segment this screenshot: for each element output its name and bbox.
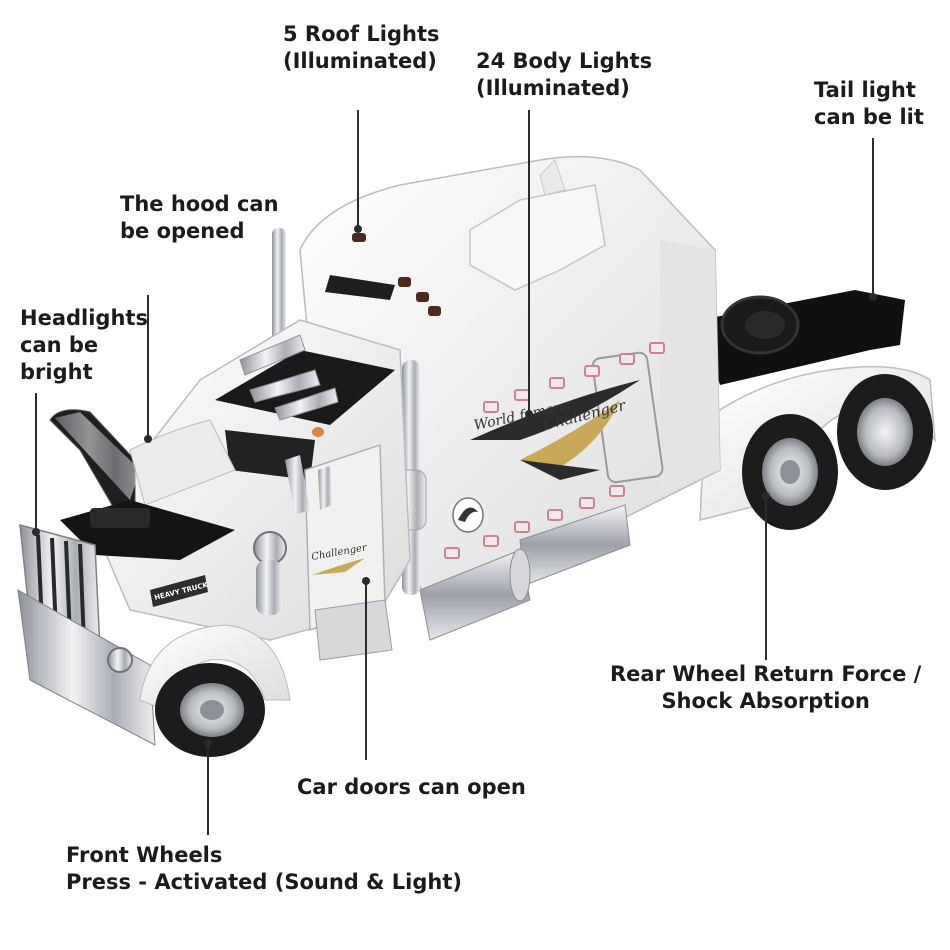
opened-hood <box>49 409 236 560</box>
headlights-label-line2: can be <box>20 333 99 357</box>
body-lights-label: 24 Body Lights (Illuminated) <box>476 48 652 102</box>
hood-label: The hood can be opened <box>120 191 279 245</box>
headlights-label-line1: Headlights <box>20 306 148 330</box>
tail-light-label-line1: Tail light <box>814 78 916 102</box>
rear-frame <box>700 290 905 385</box>
doors-label-line1: Car doors can open <box>297 775 526 799</box>
doors-label: Car doors can open <box>297 774 526 801</box>
tail-light-label-line2: can be lit <box>814 105 924 129</box>
tail-light-leader <box>869 138 877 301</box>
roof-lights-label-line2: (Illuminated) <box>283 49 437 73</box>
rear-wheel-label: Rear Wheel Return Force / Shock Absorpti… <box>610 661 921 715</box>
tail-light-label: Tail light can be lit <box>814 77 924 131</box>
rear-wheels <box>742 374 933 530</box>
cab-front: Challenger <box>99 319 411 661</box>
body-lights-label-line2: (Illuminated) <box>476 76 630 100</box>
hood-label-line2: be opened <box>120 219 245 243</box>
rear-wheel-label-line1: Rear Wheel Return Force / <box>610 662 922 686</box>
fuel-tanks <box>419 504 631 641</box>
body-lights <box>444 342 665 559</box>
doors-leader <box>362 577 370 760</box>
hood-label-line1: The hood can <box>120 192 279 216</box>
rear-wheel-leader <box>762 492 770 660</box>
front-wheels-label: Front Wheels Press - Activated (Sound & … <box>66 842 462 896</box>
front-wheels-leader <box>204 739 212 835</box>
rear-wheel-label-line2: Shock Absorption <box>661 689 870 713</box>
body-lights-leader <box>525 110 533 418</box>
hood-leader <box>144 295 152 443</box>
front-wheels-label-line1: Front Wheels <box>66 843 223 867</box>
front-wheel <box>139 624 291 757</box>
body-lights-label-line1: 24 Body Lights <box>476 49 653 73</box>
body-graphics: World famous Challenger <box>452 380 640 533</box>
roof-lights-label-line1: 5 Roof Lights <box>283 22 440 46</box>
front-wheels-label-line2: Press - Activated (Sound & Light) <box>66 870 462 894</box>
headlights-leader <box>32 393 40 536</box>
roof-lights-leader <box>354 110 362 233</box>
headlights-label-line3: bright <box>20 360 93 384</box>
headlights-label: Headlights can be bright <box>20 305 148 386</box>
roof-lights-label: 5 Roof Lights (Illuminated) <box>283 21 440 75</box>
